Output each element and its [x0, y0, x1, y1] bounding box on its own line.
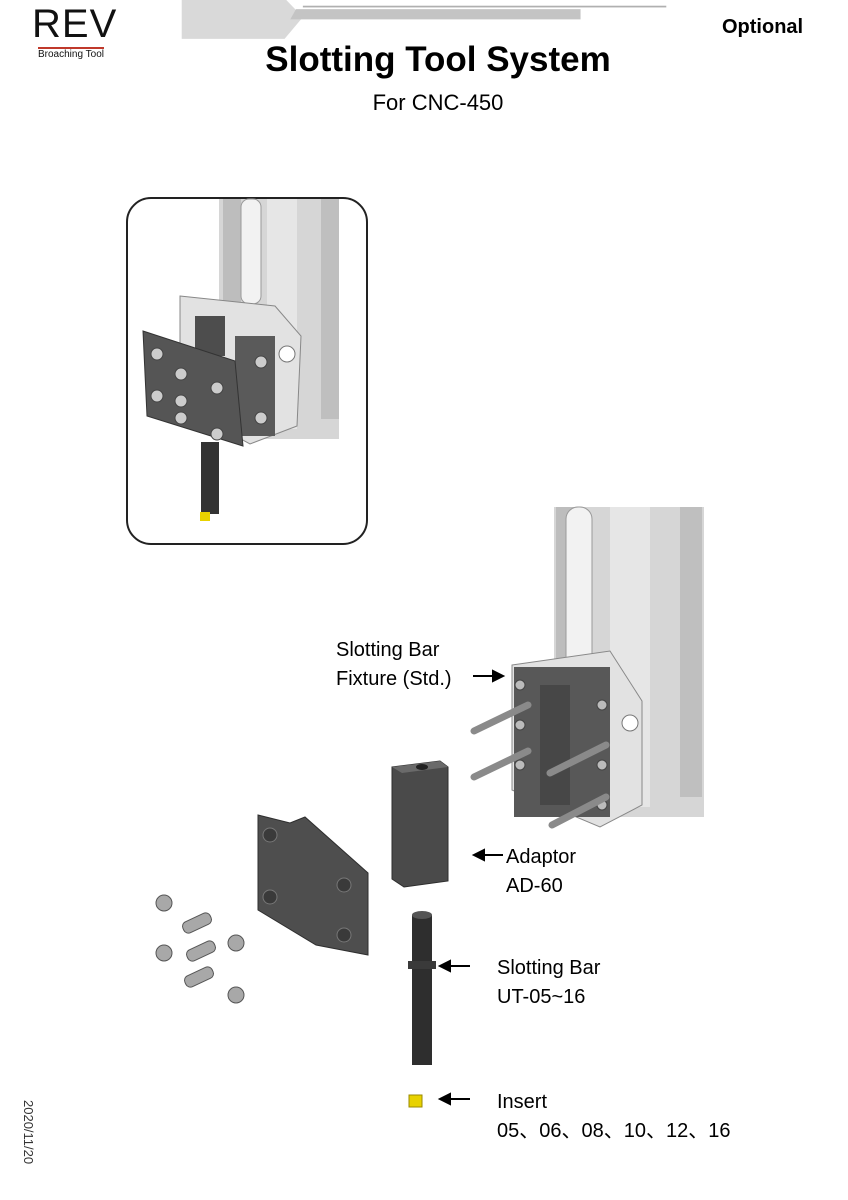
- callout-fixture: Slotting Bar Fixture (Std.): [336, 636, 452, 694]
- date-stamp: 2020/11/20: [21, 1100, 36, 1165]
- assembled-view-inset: [126, 197, 368, 545]
- logo-subtitle: Broaching Tool: [38, 47, 104, 60]
- callout-slotting-bar: Slotting Bar UT-05~16: [497, 954, 600, 1012]
- header-bar: [181, 0, 667, 39]
- callout-adaptor-line1: Adaptor: [506, 846, 577, 868]
- optional-label: Optional: [722, 16, 804, 38]
- callout-bar-line1: Slotting Bar: [497, 957, 601, 979]
- page-title: Slotting Tool System: [265, 40, 611, 79]
- callout-insert: Insert 05、06、08、10、12、16: [497, 1088, 730, 1146]
- callout-insert-line1: Insert: [497, 1091, 548, 1113]
- callout-fixture-line1: Slotting Bar: [336, 639, 440, 661]
- callout-adaptor-line2: AD-60: [506, 875, 563, 897]
- callout-insert-line2: 05、06、08、10、12、16: [497, 1120, 731, 1142]
- page-subtitle: For CNC-450: [372, 90, 504, 115]
- exploded-view-illustration: [155, 506, 704, 1108]
- callout-fixture-line2: Fixture (Std.): [336, 668, 452, 690]
- logo-text: REV: [32, 2, 118, 46]
- callout-adaptor: Adaptor AD-60: [506, 843, 576, 901]
- callout-bar-line2: UT-05~16: [497, 986, 586, 1008]
